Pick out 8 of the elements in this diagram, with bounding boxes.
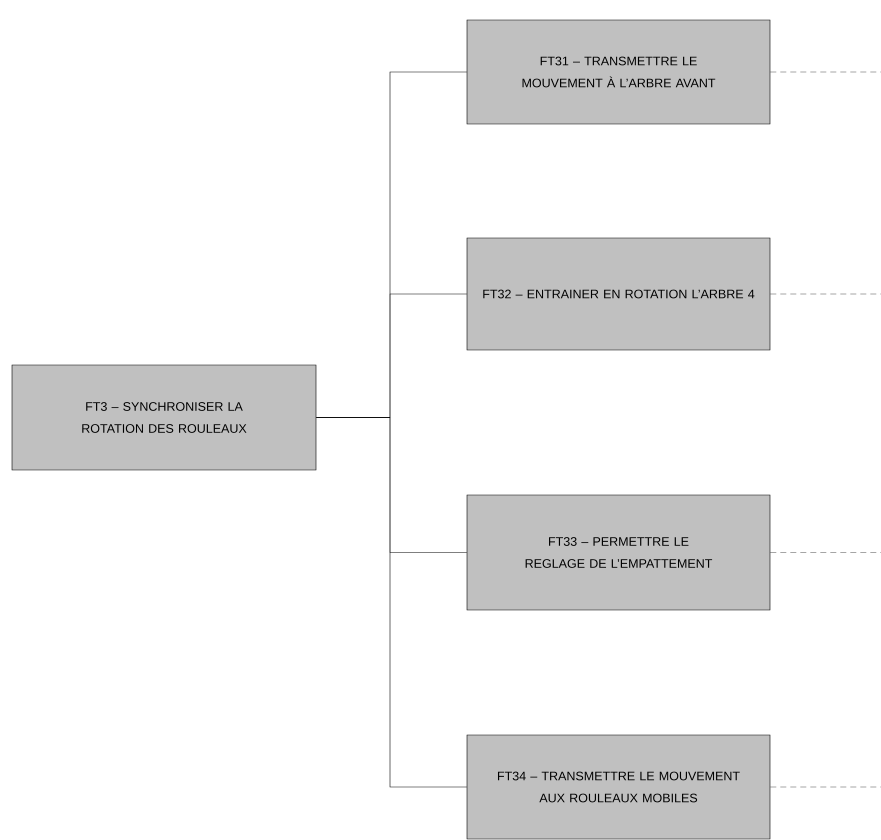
process-box: FT33 – PERMETTRE LE REGLAGE DE L’EMPATTEMENT bbox=[466, 494, 770, 610]
process-box: FT31 – TRANSMETTRE LE MOUVEMENT À L’ARBRE AVANT bbox=[466, 20, 770, 124]
process-box: FT34 – TRANSMETTRE LE MOUVEMENT AUX ROULEAUX MOBILES bbox=[466, 734, 770, 840]
process-box: FT32 – ENTRAINER EN ROTATION L’ARBRE 4 bbox=[466, 238, 770, 350]
dashed-line bbox=[770, 786, 881, 788]
dashed-line bbox=[770, 552, 881, 553]
connector-line bbox=[316, 417, 467, 788]
process-box: FT3 – SYNCHRONISER LA ROTATION DES ROULEAUX bbox=[12, 364, 316, 470]
